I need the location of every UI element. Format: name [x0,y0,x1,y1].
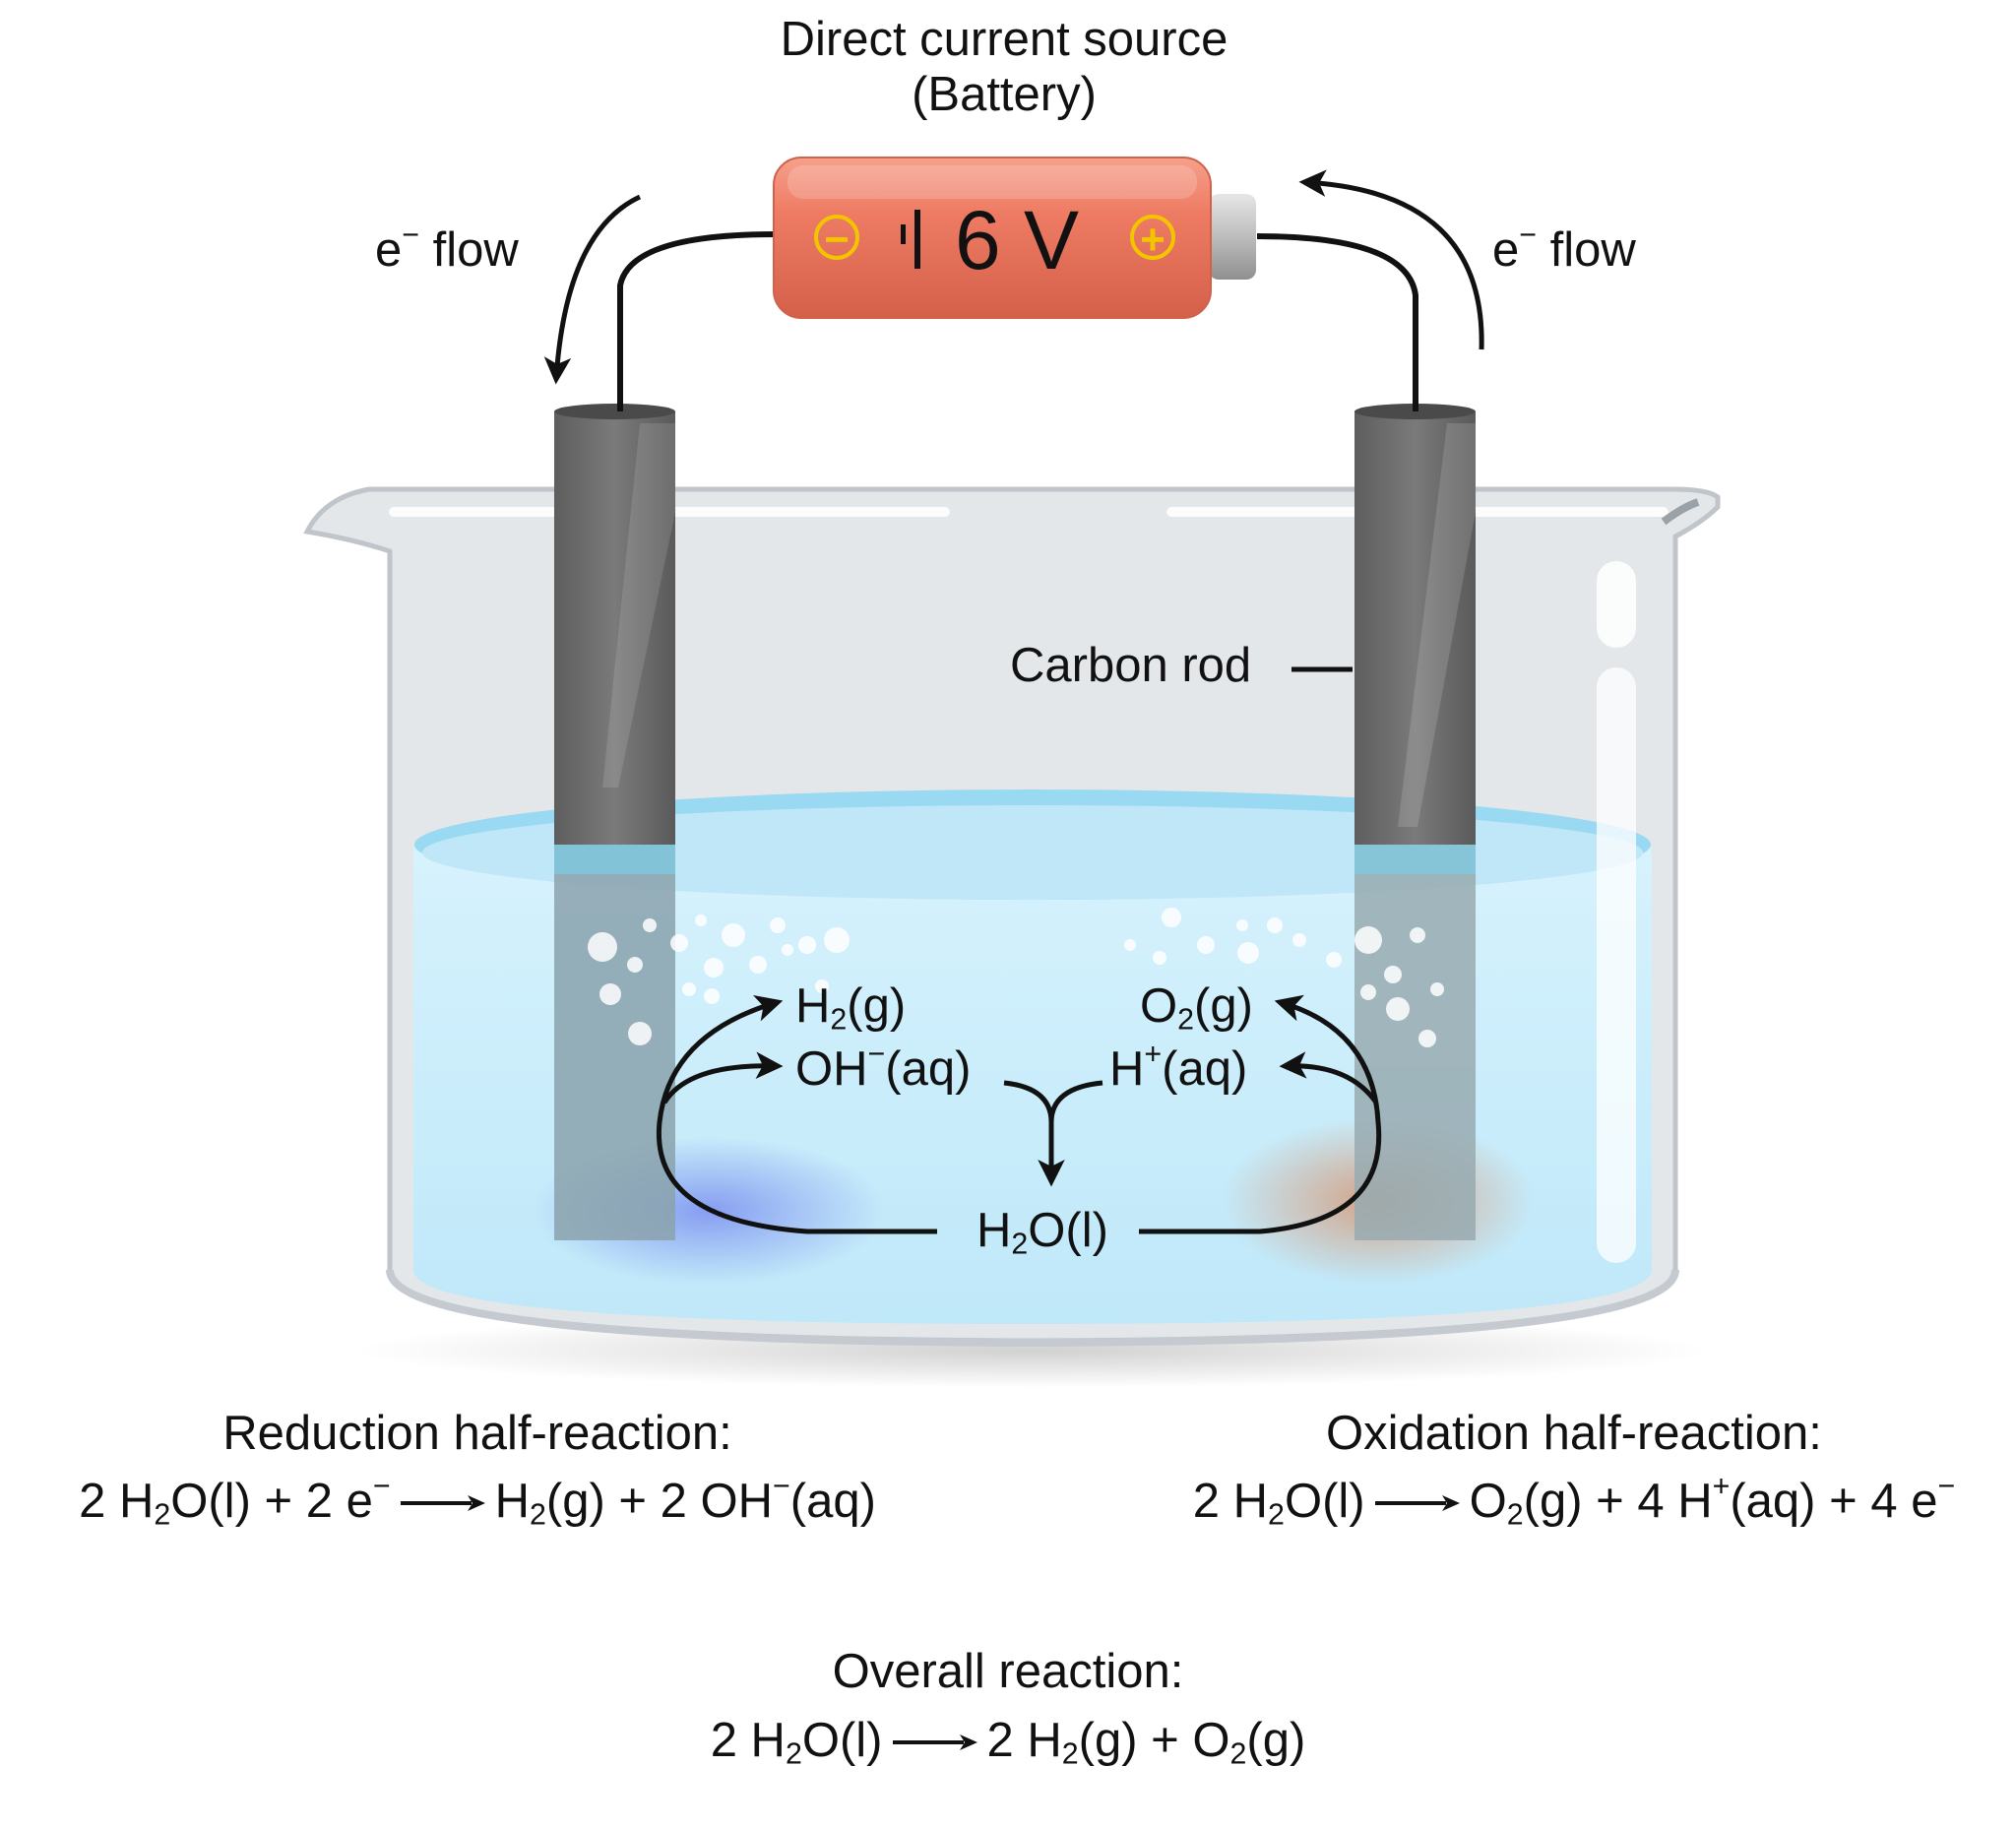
electron-flow-right-arrow [1298,169,1484,350]
species-h2-gas: H2(g) [795,979,907,1037]
glass-reflection [1597,561,1636,648]
species-o2-gas: O2(g) [1140,979,1253,1037]
reaction-arrow-icon [892,1734,977,1751]
species-hydrogen-ion: H+(aq) [1109,1037,1248,1096]
positive-terminal-icon: + [1130,215,1175,262]
species-hydroxide: OH−(aq) [795,1037,972,1096]
negative-terminal-icon: − [814,215,859,262]
electron-flow-left-label: e− flow [375,218,519,277]
reduction-equation: 2 H2O(l) + 2 e− H2(g) + 2 OH−(aq) [79,1469,876,1532]
anode-rod [1354,404,1476,1240]
wire-positive [1256,233,1418,411]
carbon-rod-label: Carbon rod [1010,639,1252,692]
reaction-cycle-arrows [656,994,1382,1234]
battery [773,157,1256,319]
overall-heading: Overall reaction: [832,1645,1184,1698]
cathode-bubbles [588,914,850,1045]
wire-negative [617,231,776,411]
battery-title: Direct current source (Battery) [709,12,1299,123]
electron-flow-left-arrow [543,194,642,385]
cathode-rod [554,404,675,1240]
anode-bubbles [1124,908,1444,1047]
oxidation-heading: Oxidation half-reaction: [1326,1407,1822,1460]
electron-flow-right-label: e− flow [1492,218,1636,277]
battery-title-line2: (Battery) [912,68,1097,122]
overall-equation: 2 H2O(l) 2 H2(g) + O2(g) [710,1714,1306,1771]
reaction-arrow-icon [1374,1495,1460,1512]
reduction-heading: Reduction half-reaction: [222,1407,732,1460]
battery-voltage: 6 V [955,194,1080,286]
battery-title-line1: Direct current source [780,13,1228,66]
species-water: H2O(l) [976,1204,1108,1261]
oxidation-equation: 2 H2O(l) O2(g) + 4 H+(aq) + 4 e− [1192,1469,1956,1532]
reaction-arrow-icon [400,1495,485,1512]
